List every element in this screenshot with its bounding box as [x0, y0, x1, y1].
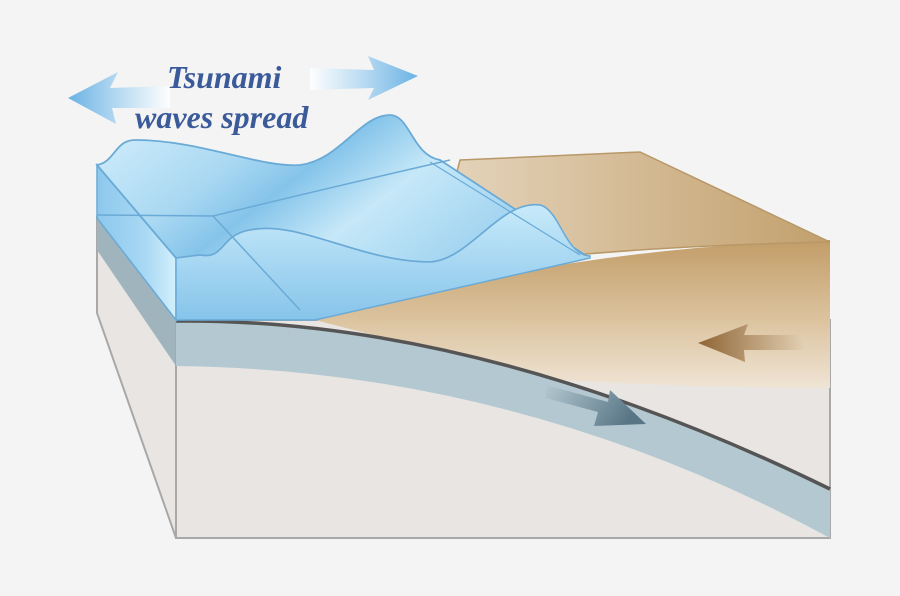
wave-spread-left-arrow: [68, 72, 170, 124]
water-front-face: [175, 204, 591, 321]
oceanic-plate-subduction-arrow: [546, 385, 646, 426]
oceanic-plate-side-band: [97, 218, 176, 366]
water-grid-line: [212, 159, 451, 217]
oceanic-plate-subducting: [176, 319, 830, 538]
continental-plate-motion-arrow: [698, 324, 804, 362]
subduction-fault-line: [175, 319, 831, 491]
wave-spread-right-arrow: [310, 56, 418, 100]
title-line-2: waves spread: [135, 99, 309, 135]
water-grid-line: [429, 161, 581, 256]
title-line-1: Tsunami: [167, 59, 282, 95]
